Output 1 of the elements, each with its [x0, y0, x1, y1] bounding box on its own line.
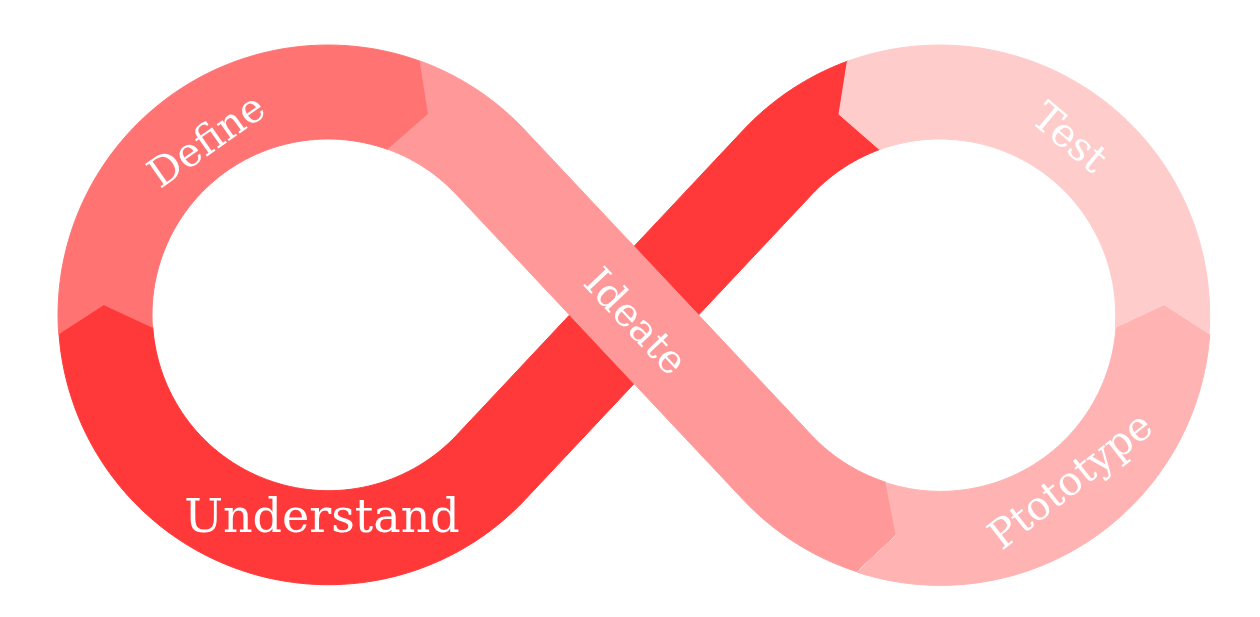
- step-label: Understand: [184, 490, 460, 542]
